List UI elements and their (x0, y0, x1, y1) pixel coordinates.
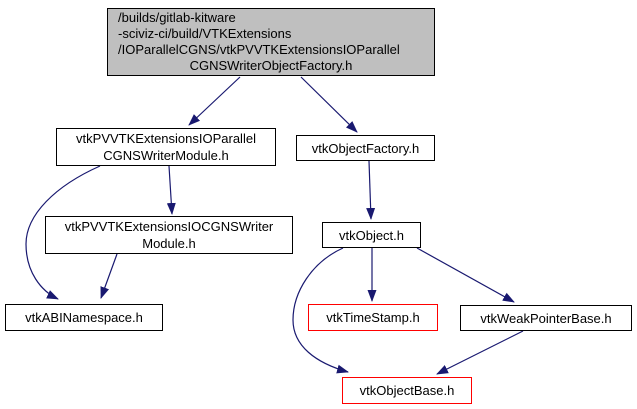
node-label-line: Module.h (142, 236, 196, 251)
node-vtktimestamp[interactable]: vtkTimeStamp.h (308, 304, 438, 331)
node-vtkobjectbase[interactable]: vtkObjectBase.h (342, 377, 472, 404)
edge-ioparallel-to-abinamespace (25, 165, 101, 300)
node-label-line: vtkPVVTKExtensionsIOCGNSWriter (64, 219, 274, 234)
edge-main-to-ioparallel-module (188, 76, 241, 126)
node-label-line: /IOParallelCGNS/vtkPVVTKExtensionsIOPara… (118, 42, 400, 57)
edge-objectfactory-to-object (366, 160, 376, 220)
edge-main-to-objectfactory (300, 76, 358, 133)
node-vtkpvvtkextensions-ioparallel-cgnswriter-module[interactable]: vtkPVVTKExtensionsIOParallel CGNSWriterM… (56, 128, 276, 166)
node-label-line: vtkPVVTKExtensionsIOParallel (76, 131, 256, 146)
node-label: vtkABINamespace.h (25, 310, 143, 325)
node-label-line: /builds/gitlab-kitware (118, 10, 236, 25)
edge-iocgns-to-abinamespace (100, 253, 118, 299)
node-label-line: -sciviz-ci/build/VTKExtensions (118, 26, 292, 41)
node-vtkabinamespace[interactable]: vtkABINamespace.h (5, 304, 163, 331)
edge-ioparallel-to-iocgns-module (166, 165, 176, 215)
node-label-line: CGNSWriterObjectFactory.h (189, 58, 353, 73)
edge-object-to-weakpointerbase (416, 247, 515, 303)
edge-weakpointerbase-to-objectbase (436, 330, 524, 375)
node-label: vtkObjectFactory.h (311, 140, 420, 156)
node-vtkweakpointerbase[interactable]: vtkWeakPointerBase.h (460, 305, 632, 331)
node-label: vtkObjectBase.h (359, 383, 455, 398)
node-main-header-file[interactable]: /builds/gitlab-kitware -sciviz-ci/build/… (107, 8, 435, 76)
node-label: vtkTimeStamp.h (326, 310, 420, 325)
node-label-line: CGNSWriterModule.h (103, 148, 229, 163)
edge-object-to-objectbase (292, 247, 349, 374)
node-vtkobjectfactory[interactable]: vtkObjectFactory.h (296, 135, 435, 161)
node-vtkobject[interactable]: vtkObject.h (322, 222, 421, 248)
node-vtkpvvtkextensions-iocgnswriter-module[interactable]: vtkPVVTKExtensionsIOCGNSWriter Module.h (45, 216, 293, 254)
node-label: vtkObject.h (338, 227, 405, 243)
node-label: vtkWeakPointerBase.h (480, 310, 612, 326)
